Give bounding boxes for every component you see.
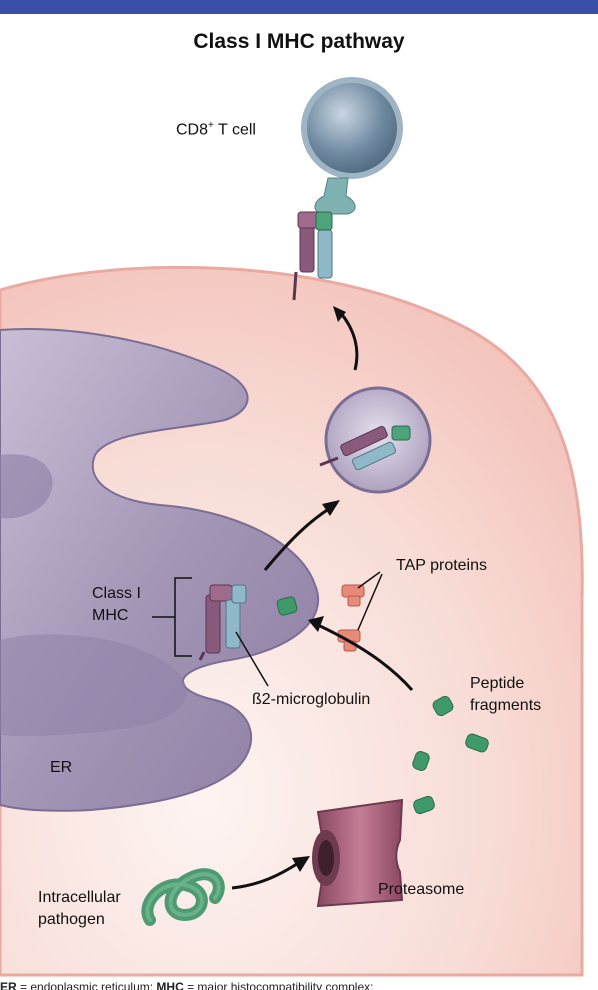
peptide-fragment — [432, 695, 454, 717]
er-peptide — [276, 596, 298, 616]
peptide-fragment — [413, 795, 435, 815]
b2m-leader — [235, 631, 269, 687]
t-cell-receptor — [314, 177, 356, 215]
b2-microglobulin-label: ß2-microglobulin — [252, 691, 371, 708]
tap-leader-1 — [357, 571, 381, 589]
vesicle-mhc-complex — [319, 425, 411, 471]
er-lumen-fold-lower — [0, 634, 187, 737]
peptide-fragment — [465, 733, 489, 753]
tap-proteins-label: TAP proteins — [396, 557, 488, 574]
class-i-label-line2: MHC — [92, 607, 129, 624]
er-lumen-fold-upper — [0, 454, 53, 519]
footer-def-er: = endoplasmic reticulum; — [16, 980, 157, 990]
t-cell — [301, 77, 403, 179]
header-bar — [0, 0, 598, 14]
diagram-title: Class I MHC pathway — [193, 30, 405, 53]
footer-term-mhc: MHC — [156, 980, 184, 990]
peptide-fragment — [412, 751, 430, 771]
pathogen-label-line2: pathogen — [38, 911, 105, 928]
arrow-to-surface — [338, 311, 359, 371]
footer-term-er: ER — [0, 980, 17, 990]
cd8-t-cell-label: CD8+ T cell — [176, 120, 256, 139]
pathogen-label-line1: Intracellular — [38, 889, 121, 906]
footer-abbreviations: ER = endoplasmic reticulum; MHC = major … — [0, 980, 598, 990]
er-label: ER — [50, 759, 73, 776]
peptide-label-line2: fragments — [470, 697, 542, 714]
proteasome — [312, 798, 404, 908]
proteasome-label: Proteasome — [378, 881, 465, 898]
surface-mhc-complex — [292, 211, 333, 301]
footer-def-mhc: = major histocompatibility complex; — [183, 980, 374, 990]
tap-leader-2 — [357, 573, 383, 631]
arrow-to-proteasome — [231, 860, 301, 890]
arrow-to-tap — [317, 623, 414, 691]
class-i-label-line1: Class I — [92, 585, 141, 602]
er-mhc-complex — [198, 584, 247, 661]
peptide-label-line1: Peptide — [470, 675, 525, 692]
